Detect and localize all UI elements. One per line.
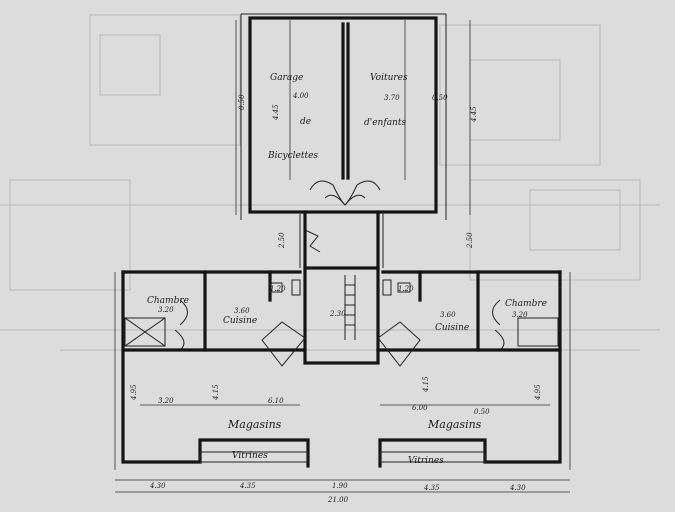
cuisine-right-label: Cuisine [435, 323, 469, 333]
dim-garage-width: 4.00 [292, 92, 309, 100]
dim-top-side-right: 0.50 [432, 94, 448, 102]
vitrines-right-label: Vitrines [408, 456, 444, 466]
dim-magasin-left-inner-h: 4.15 [212, 384, 220, 401]
hatched-door-left [261, 321, 306, 367]
dim-cuisine-left: 3.60 [234, 307, 250, 315]
chambre-left-label: Chambre [147, 296, 189, 306]
dim-top-left-height: 4.45 [272, 104, 280, 121]
dim-passage-right: 2.50 [466, 232, 474, 249]
hatched-door-right [377, 321, 421, 367]
garage-label: Garage [270, 73, 303, 83]
dim-magasin-right-h: 4.95 [534, 384, 542, 401]
magasins-left-label: Magasins [227, 418, 282, 431]
dim-magasin-left-w: 3.20 [158, 397, 174, 405]
dim-magasin-left-h: 4.95 [130, 384, 138, 401]
voitures-label-enfants: d'enfants [364, 118, 406, 128]
dim-stair: 2.30 [329, 310, 346, 318]
dim-magasin-left-total: 6.10 [268, 397, 284, 405]
dim-top-side-left: 0.50 [238, 94, 246, 110]
dim-bottom-1: 4.30 [149, 482, 166, 490]
dim-magasin-right-inner: 0.50 [474, 408, 490, 416]
garage-block [240, 13, 447, 220]
dim-magasin-right-inner-h: 4.15 [422, 376, 430, 393]
dim-bottom-5: 4.30 [509, 484, 526, 492]
dim-voitures-width: 3.70 [384, 94, 400, 102]
passage-corridor [299, 210, 384, 270]
dim-cuisine-right: 3.60 [440, 311, 456, 319]
dim-bottom-2: 4.35 [239, 482, 256, 490]
dimension-lines [114, 20, 571, 493]
dim-wc-left: 1.20 [270, 285, 286, 293]
dim-bottom-4: 4.35 [423, 484, 440, 492]
dim-chambre-left: 3.20 [158, 306, 174, 314]
vitrines-left-label: Vitrines [232, 451, 268, 461]
chambre-right-label: Chambre [505, 299, 547, 309]
dim-total: 21.00 [327, 496, 349, 504]
magasins-right-label: Magasins [427, 418, 482, 431]
voitures-label: Voitures [370, 73, 408, 83]
dim-chambre-right: 3.20 [512, 311, 528, 319]
dim-bottom-3: 1.90 [332, 482, 348, 490]
cuisine-left-label: Cuisine [223, 316, 257, 326]
dim-wc-right: 1.20 [398, 285, 414, 293]
dim-magasin-right-total: 6.00 [412, 404, 428, 412]
garage-label-de: de [300, 117, 311, 127]
dim-passage-left: 2.50 [278, 232, 286, 249]
ground-floor-block [121, 266, 562, 468]
garage-label-bicyclettes: Bicyclettes [267, 151, 318, 161]
dim-top-right-height: 4.45 [470, 106, 478, 123]
